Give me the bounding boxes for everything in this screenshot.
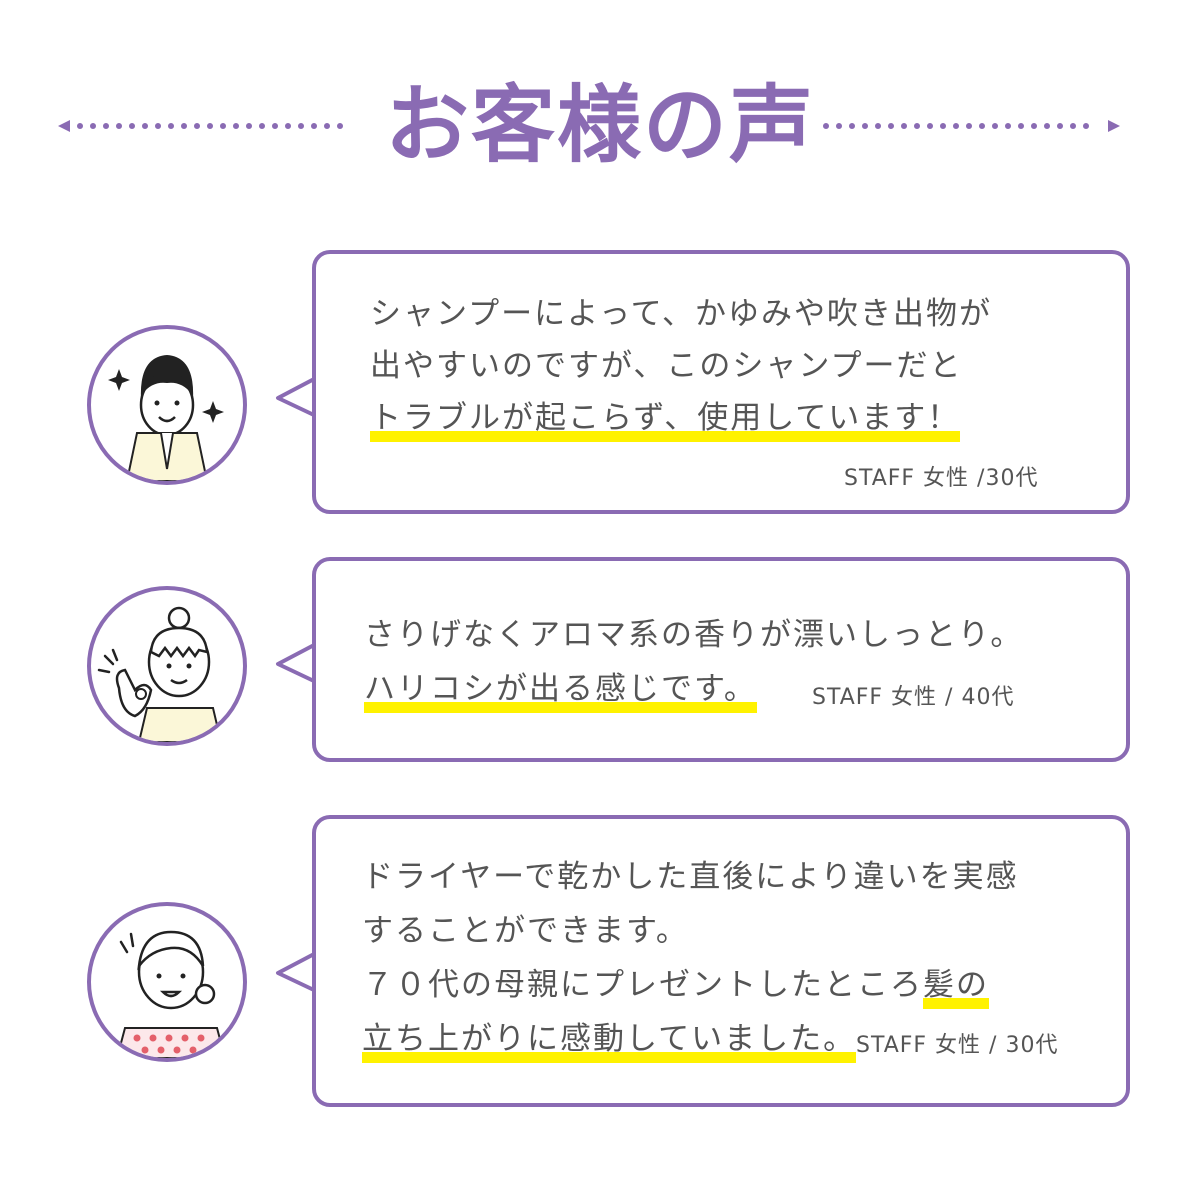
testimonial-2-line-1: さりげなくアロマ系の香りが漂いしっとり。: [364, 617, 1024, 653]
testimonial-1-line-2: 出やすいのですが、このシャンプーだと: [370, 348, 963, 384]
testimonial-3-credit: STAFF 女性 / 30代: [856, 1033, 1059, 1058]
testimonial-3-highlight-b: 立ち上がりに感動していました。: [362, 1021, 857, 1063]
testimonial-1-line-1: シャンプーによって、かゆみや吹き出物が: [370, 296, 993, 332]
dotted-line-right-icon: [823, 120, 1120, 132]
avatar-1: [87, 325, 247, 485]
testimonial-1-credit: STAFF 女性 /30代: [844, 466, 1039, 491]
speech-tail: [276, 642, 317, 684]
testimonial-card-3: ドライヤーで乾かした直後により違いを実感 することができます。 ７０代の母親にプ…: [312, 815, 1130, 1107]
testimonial-3-line-2: することができます。: [362, 913, 689, 949]
page-title: お客様の声: [384, 76, 815, 174]
section-heading: お客様の声: [0, 70, 1200, 180]
dotted-line-left-icon: [58, 120, 343, 132]
testimonial-card-1: シャンプーによって、かゆみや吹き出物が 出やすいのですが、このシャンプーだと ト…: [312, 250, 1130, 514]
testimonial-3-line-3: ７０代の母親にプレゼントしたところ: [362, 967, 923, 1003]
testimonial-card-2: さりげなくアロマ系の香りが漂いしっとり。 ハリコシが出る感じです。 STAFF …: [312, 557, 1130, 762]
speech-tail: [276, 951, 317, 993]
speech-tail: [276, 376, 317, 418]
testimonial-2-credit: STAFF 女性 / 40代: [812, 685, 1015, 710]
testimonial-2-highlight: ハリコシが出る感じです。: [364, 671, 757, 713]
woman-smiling-icon: [115, 930, 227, 1058]
testimonial-3-highlight-a: 髪の: [923, 967, 989, 1009]
woman-ok-sign-icon: [97, 606, 223, 742]
testimonial-3-line-1: ドライヤーで乾かした直後により違いを実感: [362, 859, 1019, 895]
avatar-2: [87, 586, 247, 746]
avatar-3: [87, 902, 247, 1062]
testimonial-1-highlight: トラブルが起こらず、使用しています！: [370, 400, 961, 442]
woman-praying-icon: [108, 355, 224, 481]
